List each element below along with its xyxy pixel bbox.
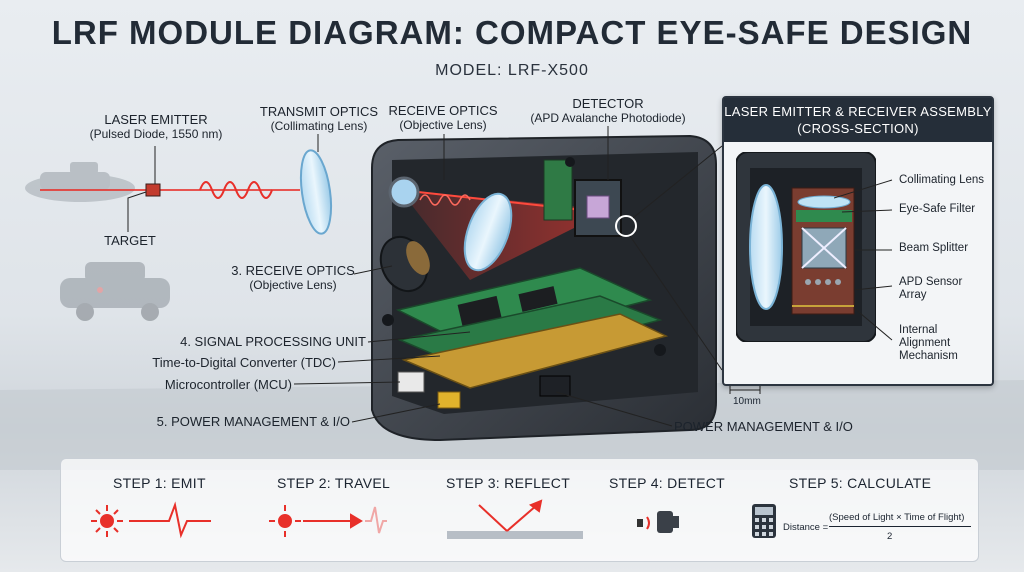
step-3-reflect-icon bbox=[447, 499, 583, 539]
inset-collimating-lens-shape bbox=[749, 184, 783, 310]
step-3-label: STEP 3: REFLECT bbox=[446, 475, 571, 491]
step-1-emit-icon bbox=[91, 501, 211, 539]
laser-emitter-diode bbox=[145, 183, 161, 197]
step-2-travel-icon bbox=[269, 505, 387, 537]
step-1-label: STEP 1: EMIT bbox=[113, 475, 206, 491]
inset-label-alignment: Internal Alignment Mechanism bbox=[899, 324, 958, 362]
formula-lhs: Distance = bbox=[783, 522, 829, 533]
calculator-icon bbox=[752, 504, 776, 538]
inset-label-eye-safe-filter: Eye-Safe Filter bbox=[899, 203, 976, 215]
label-receive-optics-3: 3. RECEIVE OPTICS (Objective Lens) bbox=[231, 263, 355, 292]
inset-leaders bbox=[834, 179, 893, 341]
label-detector: DETECTOR (APD Avalanche Photodiode) bbox=[530, 96, 686, 125]
label-transmit-optics: TRANSMIT OPTICS (Collimating Lens) bbox=[259, 104, 379, 133]
cross-section-inset: LASER EMITTER & RECEIVER ASSEMBLY (CROSS… bbox=[722, 96, 994, 386]
step-5-label: STEP 5: CALCULATE bbox=[789, 475, 932, 491]
page-title: LRF MODULE DIAGRAM: COMPACT EYE-SAFE DES… bbox=[51, 14, 973, 51]
scale-label: 10mm bbox=[733, 396, 761, 407]
inset-label-beam-splitter: Beam Splitter bbox=[899, 242, 969, 254]
label-power-io-5: 5. POWER MANAGEMENT & I/O bbox=[156, 414, 350, 429]
label-laser-emitter: LASER EMITTER (Pulsed Diode, 1550 nm) bbox=[89, 112, 223, 141]
ethernet-port bbox=[397, 371, 425, 393]
label-power-io: POWER MANAGEMENT & I/O bbox=[674, 419, 853, 434]
formula-numerator: (Speed of Light × Time of Flight) bbox=[829, 512, 965, 523]
step-4-detect-icon bbox=[637, 511, 679, 533]
background-vehicle bbox=[25, 162, 135, 202]
receive-lens bbox=[463, 192, 513, 272]
pulse-wave bbox=[199, 181, 273, 199]
label-signal-processing: 4. SIGNAL PROCESSING UNIT bbox=[180, 334, 366, 349]
label-tdc: Time-to-Digital Converter (TDC) bbox=[152, 355, 336, 370]
formula-denominator: 2 bbox=[887, 531, 893, 542]
transmit-lens bbox=[299, 149, 333, 235]
cross-section-drawing bbox=[736, 152, 876, 342]
inset-label-collimating-lens: Collimating Lens bbox=[899, 174, 985, 186]
step-4-label: STEP 4: DETECT bbox=[609, 475, 725, 491]
inset-title: LASER EMITTER & RECEIVER ASSEMBLY (CROSS… bbox=[724, 98, 992, 142]
steps-panel: STEP 1: EMIT STEP 2: TRAVEL STEP 3: REFL… bbox=[60, 458, 979, 562]
power-connector bbox=[437, 391, 461, 409]
label-target: TARGET bbox=[104, 233, 156, 248]
label-mcu: Microcontroller (MCU) bbox=[164, 377, 292, 392]
model-subtitle: MODEL: LRF-X500 bbox=[435, 62, 589, 79]
inset-label-apd-sensor: APD Sensor Array bbox=[899, 276, 963, 301]
background-vehicle bbox=[60, 262, 170, 321]
formula-divider bbox=[829, 526, 971, 527]
step-2-label: STEP 2: TRAVEL bbox=[277, 475, 391, 491]
label-receive-optics: RECEIVE OPTICS (Objective Lens) bbox=[388, 103, 498, 132]
